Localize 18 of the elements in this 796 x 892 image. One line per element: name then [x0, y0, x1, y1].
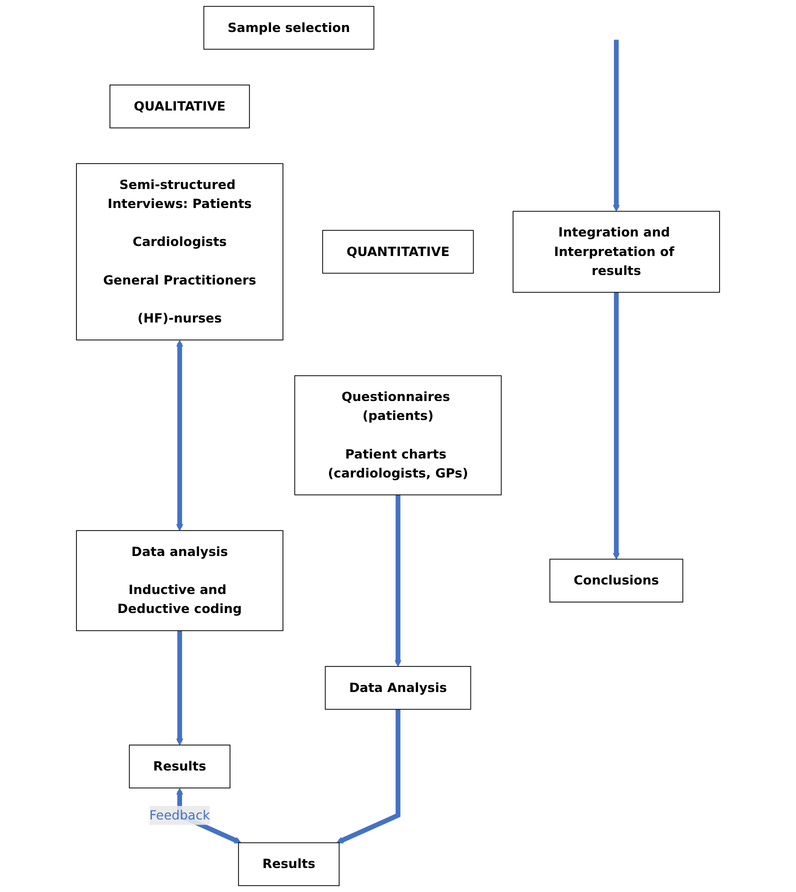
node-box: QUANTITATIVE [322, 230, 474, 274]
node-box: Semi-structured Interviews: Patients Cardiologists General Practitioners (HF)-nurses [76, 163, 284, 340]
node-box: Conclusions [549, 558, 684, 602]
arrow [612, 292, 620, 560]
node-box: Questionnaires (patients) Patient charts (cardiologists, GPs) [294, 375, 502, 496]
node-box: QUALITATIVE [110, 84, 250, 128]
node-box: Results [128, 744, 230, 788]
node-box: Integration and Interpretation of results [512, 210, 720, 293]
arrow [176, 630, 184, 746]
node-box: Results [238, 842, 340, 886]
node-box: Sample selection [203, 6, 374, 50]
edge-label: Feedback [149, 807, 210, 822]
node-box: Data Analysis [324, 666, 472, 710]
arrow [176, 340, 184, 531]
arrow [336, 709, 400, 844]
node-box: Data analysis Inductive and Deductive coding [76, 530, 284, 632]
arrow [394, 494, 402, 667]
arrow [612, 40, 620, 212]
